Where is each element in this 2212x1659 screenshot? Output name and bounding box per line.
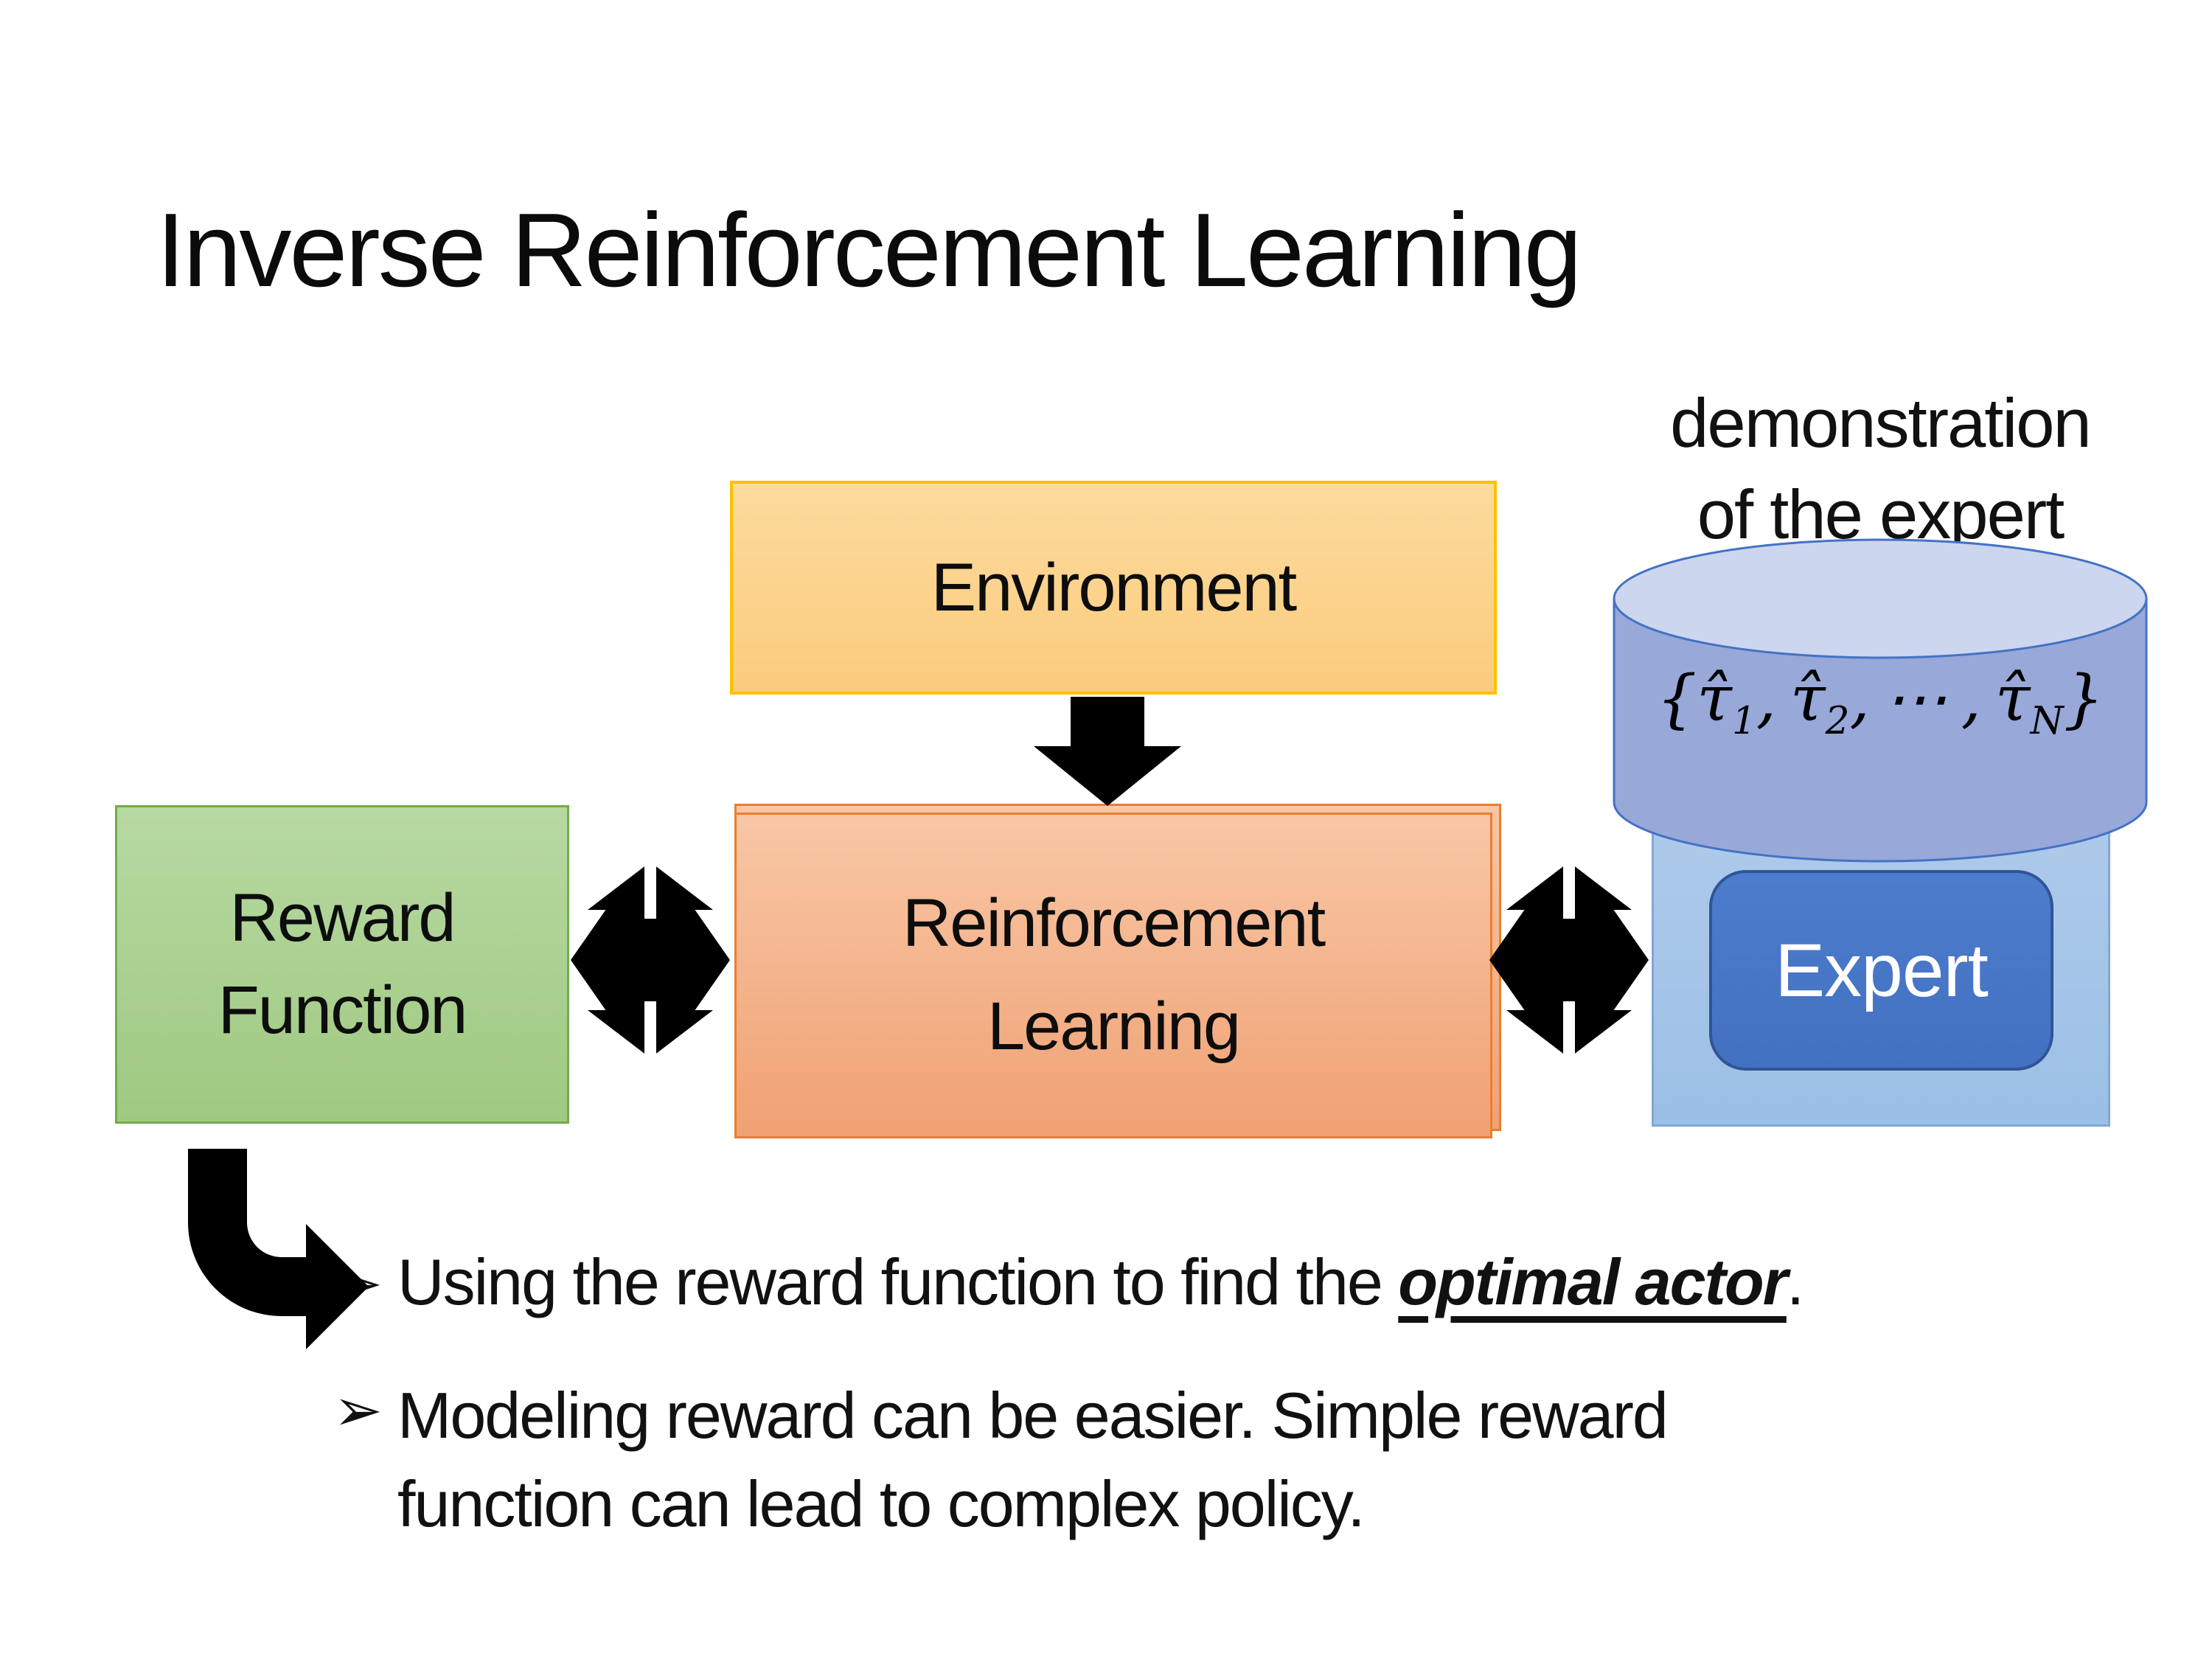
environment-box: Environment <box>730 481 1497 695</box>
reward-label-line-2: Function <box>218 973 468 1048</box>
bullet-1-prefix: Using the reward function to find the <box>397 1245 1399 1318</box>
expert-label: Expert <box>1775 928 1989 1012</box>
formula-tau-1: τ̂ <box>1697 662 1732 736</box>
formula-comma-2: , <box>1849 662 1870 736</box>
formula-comma-1: , <box>1756 662 1777 736</box>
reward-label-line-1: Reward <box>229 880 456 956</box>
bullet-2-line-1: Modeling reward can be easier. Simple re… <box>397 1379 1669 1452</box>
formula-sub-n: N <box>2030 699 2064 744</box>
annotation-line-2: of the expert <box>1697 476 2065 554</box>
annotation-line-1: demonstration <box>1670 384 2092 462</box>
bullet-1-suffix: . <box>1786 1245 1804 1318</box>
formula-sub-1: 1 <box>1731 699 1756 744</box>
bullet-arrowhead-icon: ➢ <box>333 1377 383 1443</box>
bullet-item-1: ➢ Using the reward function to find the … <box>333 1245 1804 1320</box>
bullet-item-2: ➢ Modeling reward can be easier. Simple … <box>333 1371 1669 1548</box>
double-arrow-rl-expert-icon <box>1489 857 1649 1063</box>
trajectory-set-formula: {τ̂1,τ̂2,⋯,τ̂N} <box>1615 662 2146 743</box>
formula-comma-3: , <box>1961 662 1981 736</box>
bullet-1-emphasis: optimal actor <box>1398 1245 1788 1318</box>
expert-box: Expert <box>1709 870 2053 1071</box>
reinforcement-learning-box: Reinforcement Learning <box>734 813 1492 1138</box>
demonstration-annotation: demonstration of the expert <box>1585 378 2175 560</box>
formula-tau-n: τ̂ <box>1994 662 2031 736</box>
bullet-2-line-2: function can lead to complex policy. <box>397 1467 1366 1540</box>
rl-label-line-1: Reinforcement <box>902 886 1326 961</box>
bullet-1-text: Using the reward function to find the op… <box>397 1245 1804 1320</box>
formula-tau-2: τ̂ <box>1790 662 1826 736</box>
formula-dots: ⋯ <box>1883 662 1947 736</box>
formula-open-brace: { <box>1656 662 1697 736</box>
formula-close-brace: } <box>2063 662 2104 736</box>
bullet-arrowhead-icon: ➢ <box>333 1251 383 1316</box>
double-arrow-reward-rl-icon <box>571 857 730 1063</box>
reward-function-box: Reward Function <box>115 805 569 1124</box>
down-arrow-icon <box>1034 697 1181 806</box>
formula-sub-2: 2 <box>1825 699 1850 744</box>
bullet-2-text: Modeling reward can be easier. Simple re… <box>397 1371 1669 1548</box>
environment-label: Environment <box>931 549 1297 625</box>
rl-label-line-2: Learning <box>987 989 1241 1064</box>
page-title: Inverse Reinforcement Learning <box>156 192 1582 309</box>
